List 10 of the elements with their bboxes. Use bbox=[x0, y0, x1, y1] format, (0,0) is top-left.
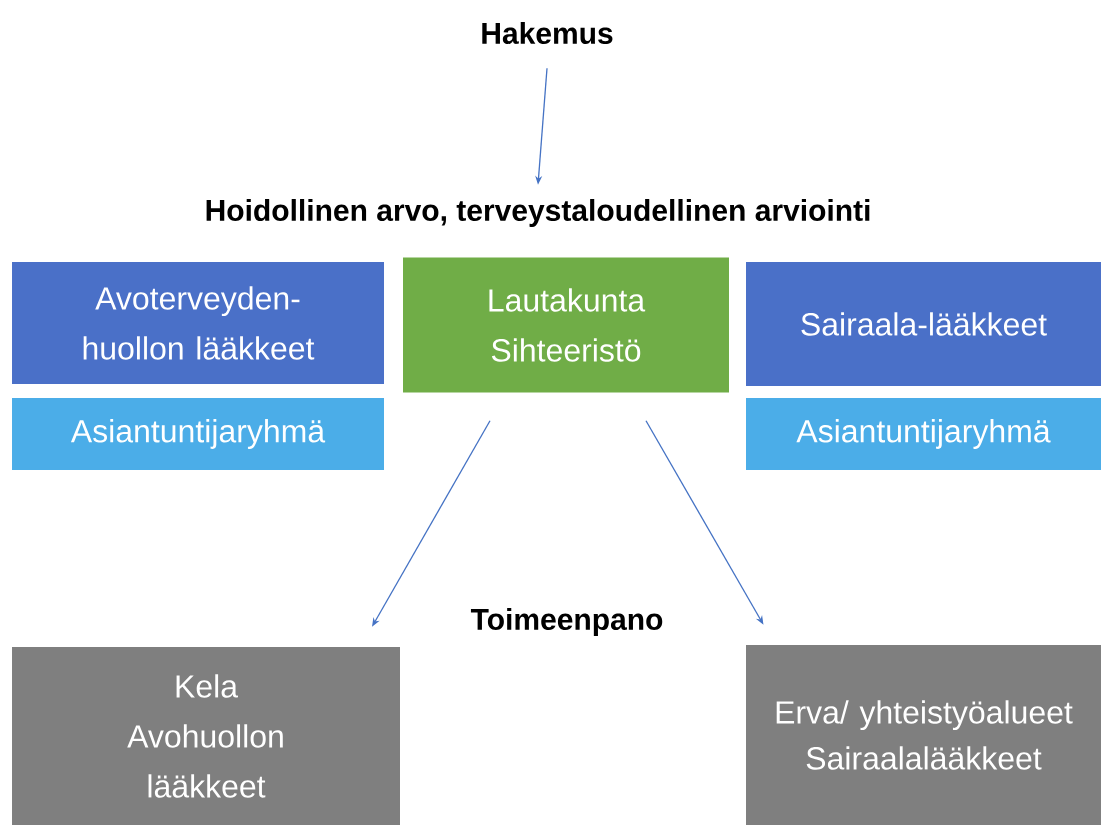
process-box: Avoterveyden-huollon lääkkeet bbox=[12, 262, 384, 384]
heading-text: Hoidollinen arvo, terveystaloudellinen arviointi bbox=[206, 199, 870, 227]
heading-text: Hakemus bbox=[482, 22, 613, 44]
process-box: Lautakunta Sihteeristö bbox=[403, 257, 729, 393]
process-box: Asiantuntijaryhmä bbox=[12, 398, 384, 470]
process-box: Erva/ yhteistyöalueet Sairaalalääkkeet bbox=[746, 645, 1101, 825]
process-box: Sairaala-lääkkeet bbox=[746, 262, 1101, 386]
process-box: Kela Avohuollon lääkkeet bbox=[12, 647, 400, 825]
process-box: Asiantuntijaryhmä bbox=[746, 398, 1101, 470]
label-text: Toimeenpano bbox=[470, 608, 663, 636]
